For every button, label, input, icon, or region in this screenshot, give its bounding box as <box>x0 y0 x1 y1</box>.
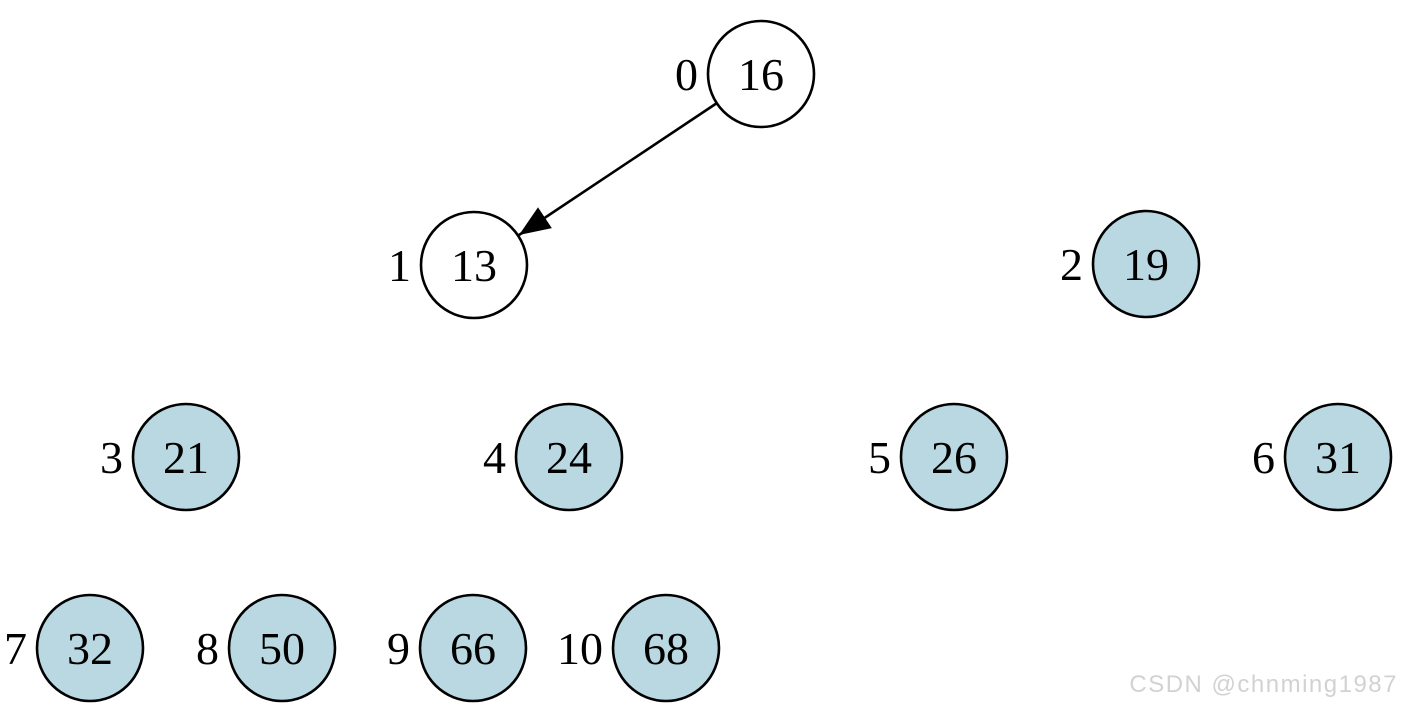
node-value: 19 <box>1123 239 1169 290</box>
heap-node-8: 8 50 <box>196 593 337 703</box>
heap-node-6: 6 31 <box>1252 402 1393 512</box>
node-circle <box>611 593 721 703</box>
heap-node-7: 7 32 <box>4 593 145 703</box>
node-index-label: 5 <box>868 432 891 483</box>
heap-node-10: 10 68 <box>557 593 721 703</box>
node-value: 16 <box>738 49 784 100</box>
node-value: 26 <box>931 432 977 483</box>
node-circle <box>1283 402 1393 512</box>
node-value: 32 <box>67 623 113 674</box>
heap-node-9: 9 66 <box>387 593 528 703</box>
heap-node-4: 4 24 <box>483 402 624 512</box>
node-value: 24 <box>546 432 592 483</box>
node-circle <box>514 402 624 512</box>
edge-0-to-1 <box>518 101 718 237</box>
node-index-label: 8 <box>196 623 219 674</box>
node-index-label: 7 <box>4 623 27 674</box>
edge-arrow-line <box>518 101 718 237</box>
node-index-label: 6 <box>1252 432 1275 483</box>
node-value: 68 <box>643 623 689 674</box>
node-circle <box>419 210 529 320</box>
node-index-label: 3 <box>100 432 123 483</box>
node-index-label: 10 <box>557 623 603 674</box>
node-circle <box>418 593 528 703</box>
node-circle <box>899 402 1009 512</box>
node-index-label: 0 <box>675 49 698 100</box>
node-index-label: 9 <box>387 623 410 674</box>
heap-node-2: 2 19 <box>1060 209 1201 319</box>
heap-node-5: 5 26 <box>868 402 1009 512</box>
node-value: 13 <box>451 240 497 291</box>
node-index-label: 1 <box>388 240 411 291</box>
node-circle <box>1091 209 1201 319</box>
heap-node-0: 0 16 <box>675 19 816 129</box>
node-value: 21 <box>163 432 209 483</box>
heap-node-3: 3 21 <box>100 402 241 512</box>
csdn-watermark: CSDN @chnming1987 <box>1129 671 1398 698</box>
node-circle <box>131 402 241 512</box>
node-index-label: 4 <box>483 432 506 483</box>
node-value: 66 <box>450 623 496 674</box>
node-index-label: 2 <box>1060 239 1083 290</box>
node-circle <box>35 593 145 703</box>
node-value: 31 <box>1315 432 1361 483</box>
node-circle <box>706 19 816 129</box>
heap-node-1: 1 13 <box>388 210 529 320</box>
node-circle <box>227 593 337 703</box>
node-value: 50 <box>259 623 305 674</box>
